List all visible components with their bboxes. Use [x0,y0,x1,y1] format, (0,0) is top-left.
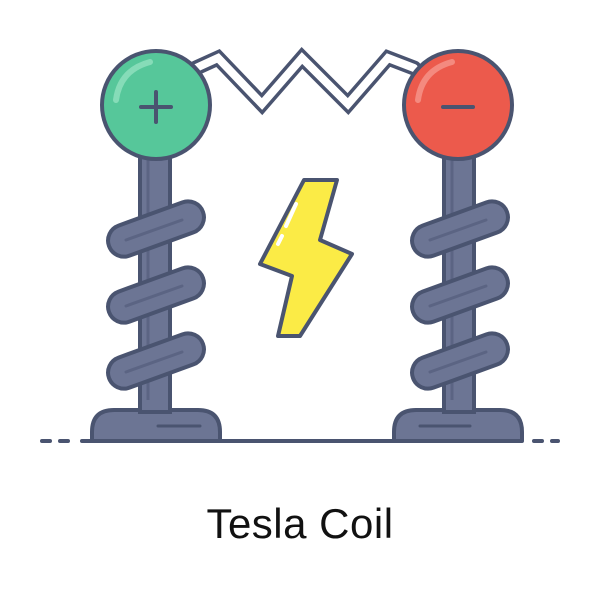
caption: Tesla Coil [206,500,394,547]
left-coil [90,49,222,443]
right-coil [392,49,524,443]
zigzag-wire [188,47,422,116]
left-base [90,408,222,443]
plus-icon [139,90,173,124]
lightning-bolt-icon [258,178,354,338]
